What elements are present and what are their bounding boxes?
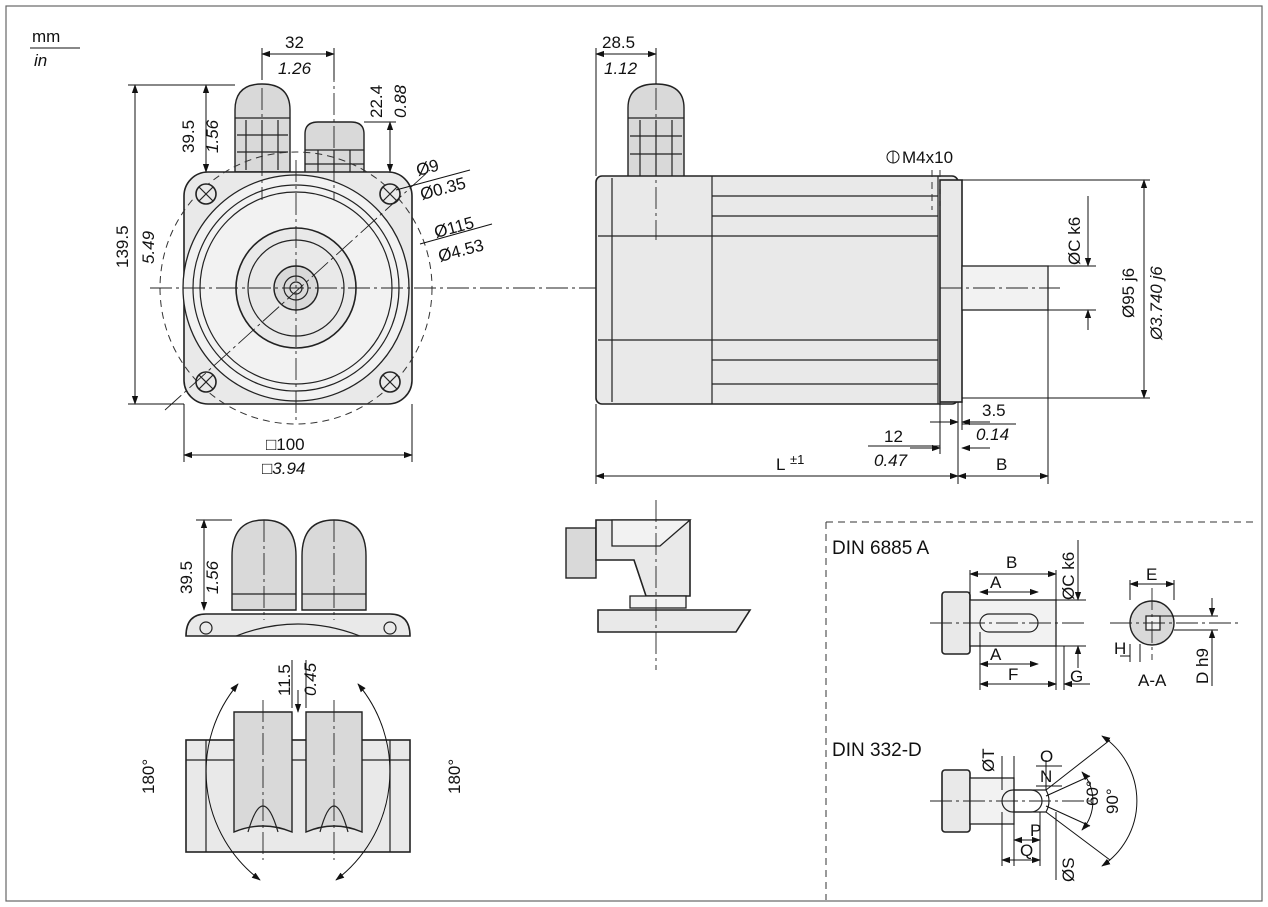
gap-mm: 11.5 xyxy=(275,664,294,696)
connector-view: 39.5 1.56 xyxy=(177,519,411,637)
dim-12-mm: 12 xyxy=(884,427,903,446)
dim-1395-mm: 139.5 xyxy=(113,225,132,268)
angle-right: 180° xyxy=(445,759,464,794)
thread-a60: 60° xyxy=(1083,780,1102,806)
gap-in: 0.45 xyxy=(301,662,320,696)
key-B: B xyxy=(1006,553,1017,572)
front-connector-2 xyxy=(304,121,365,179)
din-6885-title: DIN 6885 A xyxy=(832,538,929,559)
front-view: 32 1.26 39.5 1.56 22.4 0.88 139.5 5.49 Ø… xyxy=(113,33,1040,478)
dim-32-in: 1.26 xyxy=(278,59,312,78)
dim-1395-in: 5.49 xyxy=(139,230,158,264)
dim-32-mm: 32 xyxy=(285,33,304,52)
front-connector-1 xyxy=(234,83,291,173)
dim-shaft-c: ØC k6 xyxy=(1065,217,1084,265)
dim-35-mm: 3.5 xyxy=(982,401,1006,420)
dim-pilot-in: Ø3.740 j6 xyxy=(1147,266,1166,341)
key-E: E xyxy=(1146,565,1157,584)
mounting-holes xyxy=(195,183,401,393)
dim-bolt-mm: Ø115 xyxy=(432,213,476,242)
key-G: G xyxy=(1070,667,1083,686)
dim-pilot-mm: Ø95 j6 xyxy=(1119,268,1138,318)
side-connector-view xyxy=(565,500,752,670)
thread-S: ØS xyxy=(1059,857,1078,882)
side-body xyxy=(595,175,959,405)
dim-224-in: 0.88 xyxy=(391,84,410,118)
dim-395-in: 1.56 xyxy=(203,119,222,153)
dim-hole-mm: Ø9 xyxy=(414,156,441,180)
thread-Q: Q xyxy=(1020,841,1033,860)
dim-35-in: 0.14 xyxy=(976,425,1009,444)
angle-left: 180° xyxy=(139,759,158,794)
dim-285-in: 1.12 xyxy=(604,59,638,78)
side-view: M4x10 28.5 1.12 ØC k6 Ø95 j6 Ø3.740 j6 3… xyxy=(595,33,1166,484)
side-flange xyxy=(939,179,963,403)
thread-O: O xyxy=(1040,747,1053,766)
units-mm: mm xyxy=(32,27,60,46)
din-332-title: DIN 332-D xyxy=(832,740,922,761)
dim-285-mm: 28.5 xyxy=(602,33,635,52)
thread-label: M4x10 xyxy=(902,148,953,167)
dim-L-tol: ±1 xyxy=(790,452,804,467)
dim-100-in: □3.94 xyxy=(262,459,305,478)
thread-T: ØT xyxy=(979,748,998,772)
dim-L: L xyxy=(776,455,785,474)
dim-100-mm: □100 xyxy=(266,435,305,454)
units-legend: mm in xyxy=(30,27,80,70)
conn-395-in: 1.56 xyxy=(203,560,222,594)
din-detail-box: DIN 6885 A B A ØC k6 A F G E xyxy=(825,521,1258,900)
dim-12-in: 0.47 xyxy=(874,451,908,470)
dim-395-mm: 39.5 xyxy=(179,120,198,153)
thread-P: P xyxy=(1030,821,1041,840)
key-A-bottom: A xyxy=(990,645,1002,664)
conn-395-mm: 39.5 xyxy=(177,561,196,594)
dim-B: B xyxy=(996,455,1007,474)
key-F: F xyxy=(1008,665,1018,684)
rotation-view: 11.5 0.45 180° 180° xyxy=(139,660,464,881)
dim-224-mm: 22.4 xyxy=(367,85,386,118)
thread-a90: 90° xyxy=(1103,788,1122,814)
section-aa: A-A xyxy=(1138,671,1167,690)
key-A-top: A xyxy=(990,573,1002,592)
drawing-frame xyxy=(5,5,1263,902)
key-D: D h9 xyxy=(1193,648,1212,684)
key-C: ØC k6 xyxy=(1059,552,1078,600)
key-H: H xyxy=(1114,639,1126,658)
units-in: in xyxy=(34,51,47,70)
